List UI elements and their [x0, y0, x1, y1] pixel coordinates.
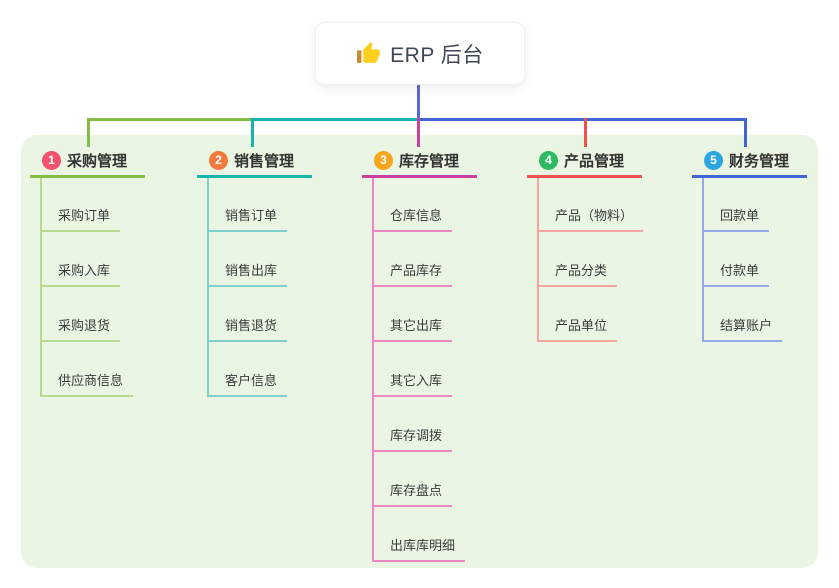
branch-sales-title[interactable]: 2 销售管理	[197, 145, 312, 178]
branch-sales: 2 销售管理 销售订单 销售出库 销售退货 客户信息	[197, 145, 357, 397]
branch-label: 销售管理	[234, 152, 295, 170]
branch-child-connector	[207, 178, 209, 397]
root-node-label: ERP 后台	[390, 43, 484, 67]
node-payment-bill[interactable]: 付款单	[702, 262, 770, 287]
node-purchase-inbound[interactable]: 采购入库	[40, 262, 121, 287]
connector-drop-purchase	[87, 118, 90, 147]
node-sales-return[interactable]: 销售退货	[207, 317, 288, 342]
branch-purchase: 1 采购管理 采购订单 采购入库 采购退货 供应商信息	[30, 145, 190, 397]
node-other-outbound[interactable]: 其它出库	[372, 317, 453, 342]
branch-inventory: 3 库存管理 仓库信息 产品库存 其它出库 其它入库 库存调拨 库存盘点 出库库…	[362, 145, 522, 562]
branch-number-badge: 1	[42, 150, 61, 170]
connector-drop-finance	[744, 118, 747, 147]
branch-child-connector	[702, 178, 704, 342]
node-stock-take[interactable]: 库存盘点	[372, 482, 453, 507]
branch-number-badge: 2	[209, 150, 228, 170]
node-settlement-account[interactable]: 结算账户	[702, 317, 783, 342]
node-receipt-bill[interactable]: 回款单	[702, 207, 770, 232]
node-product-unit[interactable]: 产品单位	[537, 317, 618, 342]
branch-number-badge: 5	[704, 150, 723, 170]
branch-child-connector	[372, 178, 374, 562]
thumbs-up-icon	[356, 41, 381, 66]
branch-product: 4 产品管理 产品（物料） 产品分类 产品单位	[527, 145, 687, 342]
root-node[interactable]: ERP 后台	[315, 22, 525, 85]
node-stock-transfer[interactable]: 库存调拨	[372, 427, 453, 452]
branch-finance: 5 财务管理 回款单 付款单 结算账户	[692, 145, 839, 342]
connector-horizontal-sales	[251, 118, 419, 121]
node-product-stock[interactable]: 产品库存	[372, 262, 453, 287]
branch-number-badge: 4	[539, 150, 558, 170]
connector-drop-sales	[251, 118, 254, 147]
branch-label: 库存管理	[399, 152, 460, 170]
connector-drop-inventory	[417, 118, 420, 147]
connector-horizontal-purchase	[87, 118, 253, 121]
branch-label: 财务管理	[729, 152, 790, 170]
branch-number-badge: 3	[374, 150, 393, 170]
branch-label: 产品管理	[564, 152, 625, 170]
node-product-material[interactable]: 产品（物料）	[537, 207, 644, 232]
branch-child-connector	[537, 178, 539, 342]
branch-label: 采购管理	[67, 152, 128, 170]
branch-product-title[interactable]: 4 产品管理	[527, 145, 642, 178]
node-product-category[interactable]: 产品分类	[537, 262, 618, 287]
branch-inventory-title[interactable]: 3 库存管理	[362, 145, 477, 178]
connector-horizontal-finance	[417, 118, 747, 121]
node-sales-outbound[interactable]: 销售出库	[207, 262, 288, 287]
node-outbound-detail[interactable]: 出库库明细	[372, 537, 466, 562]
node-purchase-return[interactable]: 采购退货	[40, 317, 121, 342]
connector-drop-product	[584, 118, 587, 147]
node-sales-order[interactable]: 销售订单	[207, 207, 288, 232]
branch-finance-title[interactable]: 5 财务管理	[692, 145, 807, 178]
root-connector-line	[417, 83, 420, 119]
branches-background-panel	[21, 135, 818, 568]
node-customer-info[interactable]: 客户信息	[207, 372, 288, 397]
node-supplier-info[interactable]: 供应商信息	[40, 372, 134, 397]
branch-child-connector	[40, 178, 42, 397]
branch-purchase-title[interactable]: 1 采购管理	[30, 145, 145, 178]
node-other-inbound[interactable]: 其它入库	[372, 372, 453, 397]
node-purchase-order[interactable]: 采购订单	[40, 207, 121, 232]
node-warehouse-info[interactable]: 仓库信息	[372, 207, 453, 232]
